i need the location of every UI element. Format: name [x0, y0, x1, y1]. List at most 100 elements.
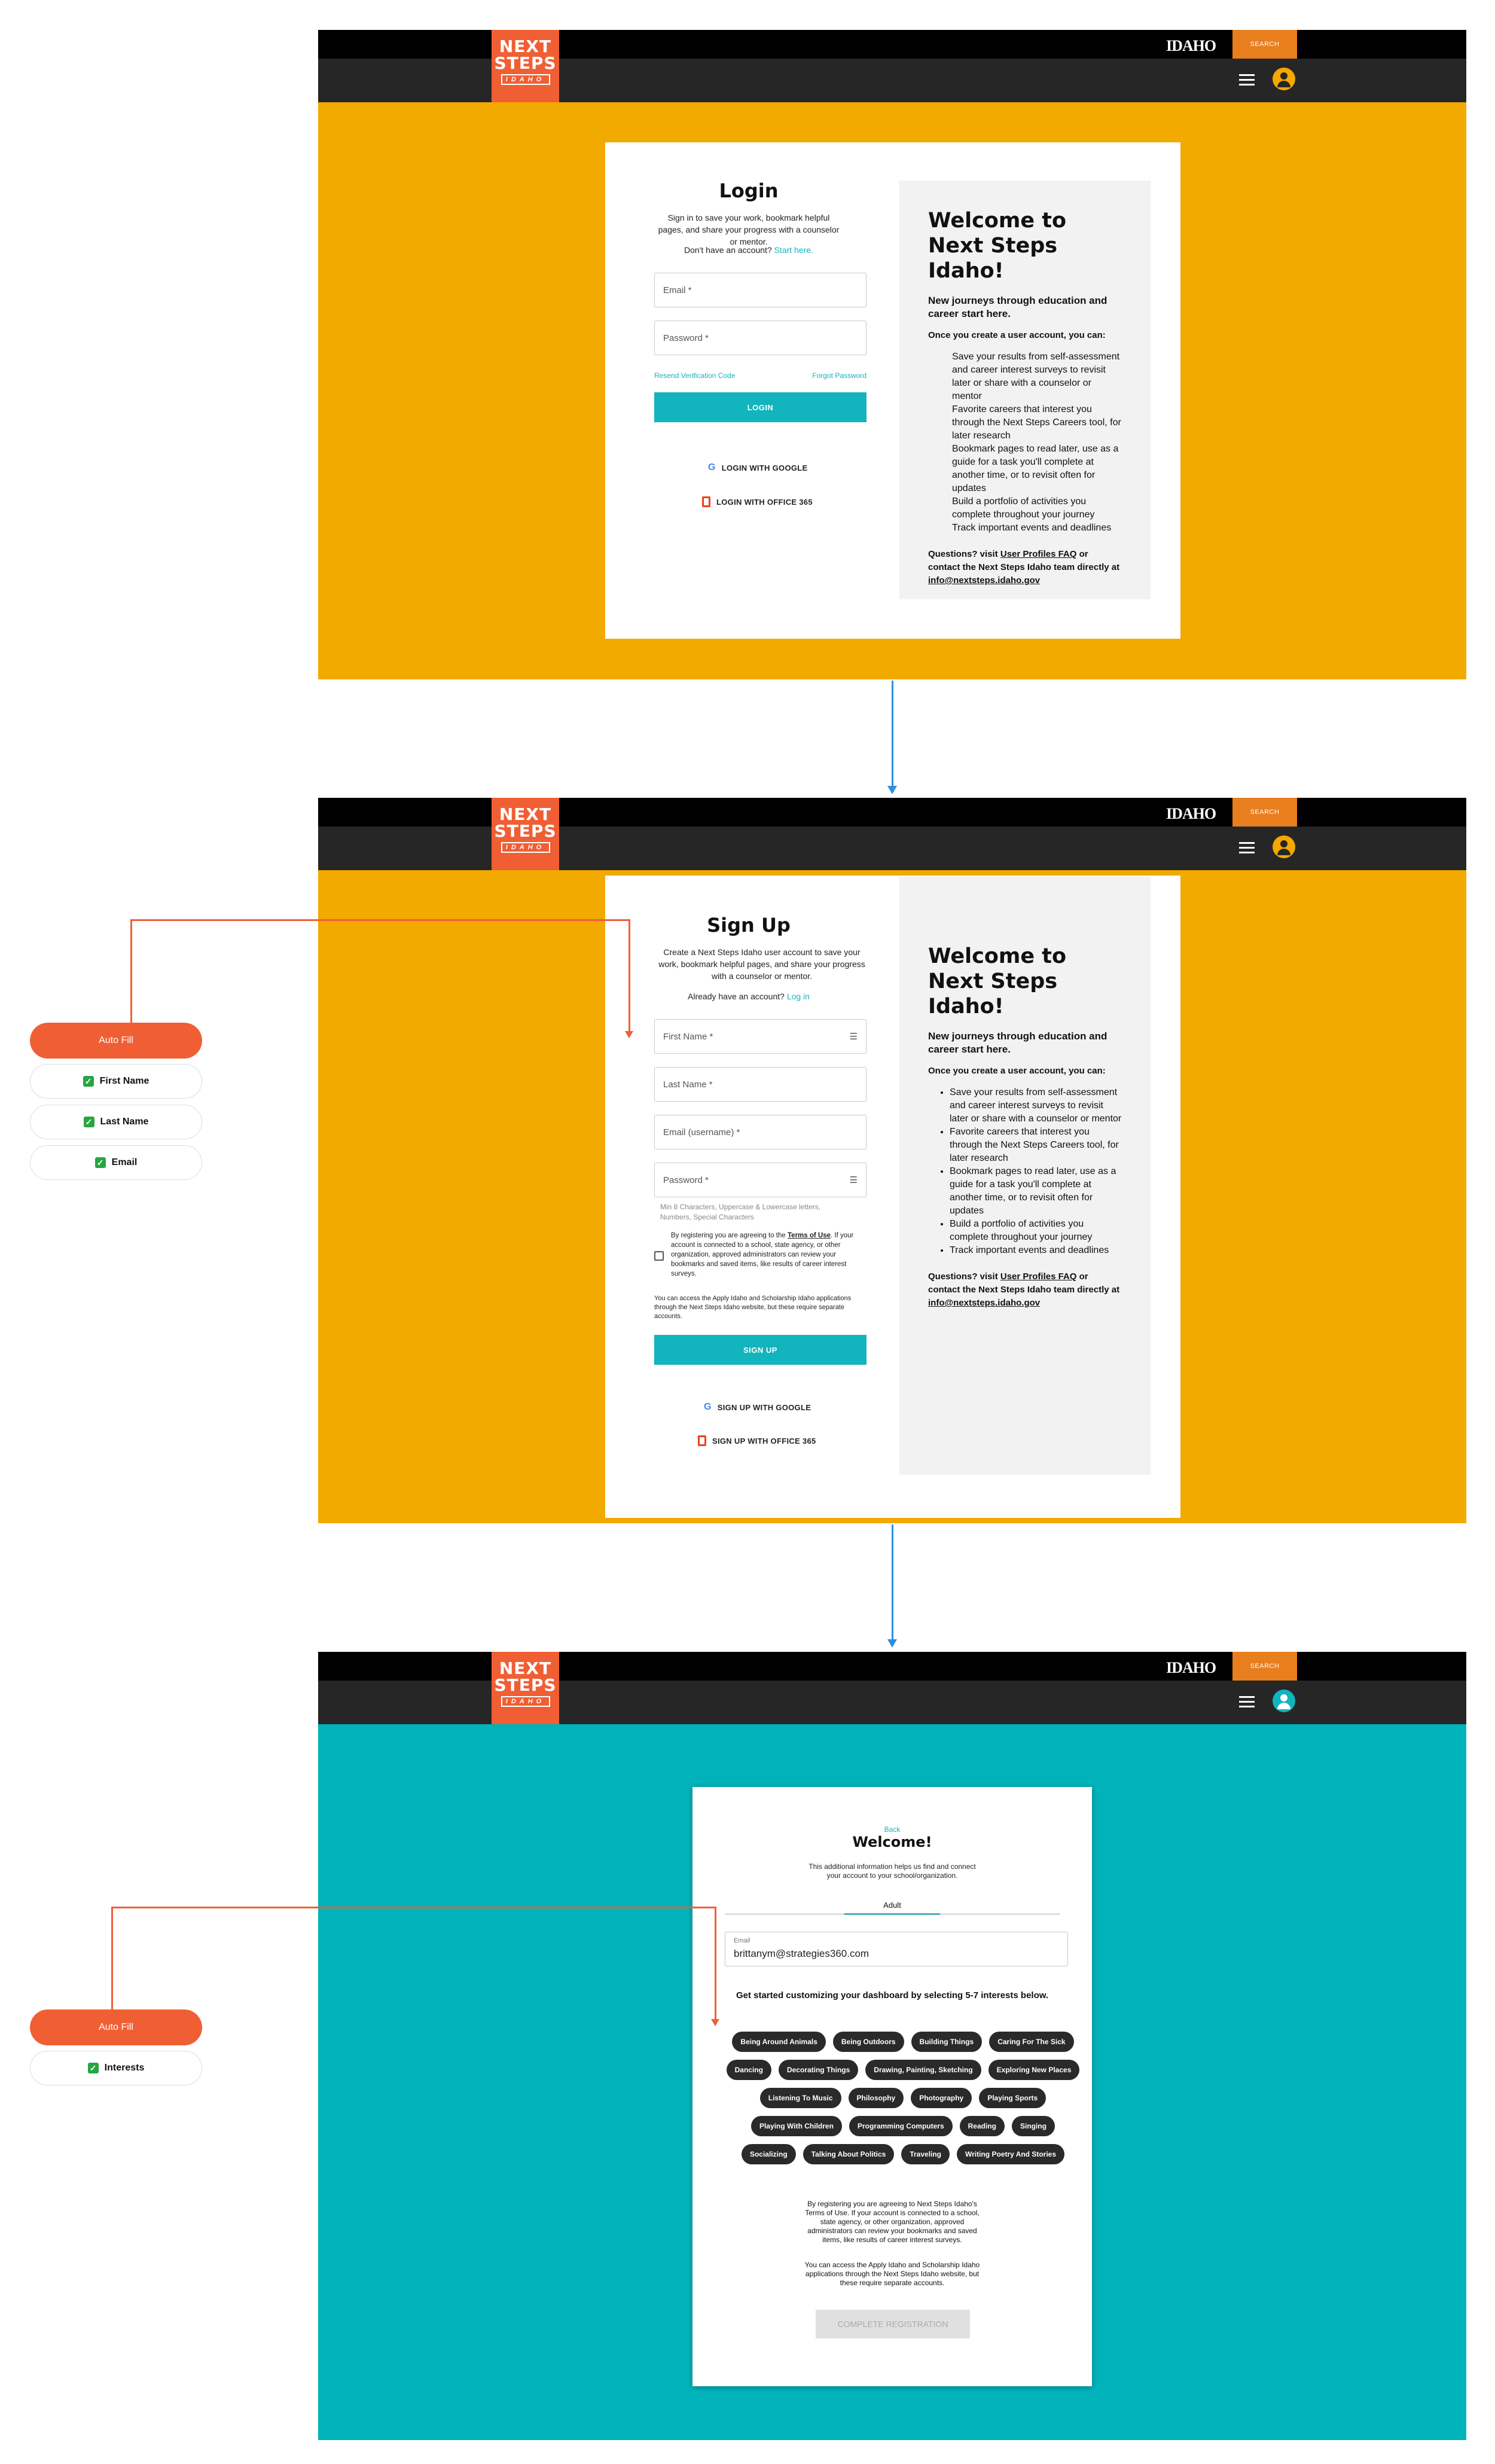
- interest-chip[interactable]: Photography: [911, 2088, 972, 2108]
- interest-chip[interactable]: Caring For The Sick: [989, 2032, 1074, 2052]
- hamburger-icon[interactable]: [1239, 79, 1255, 81]
- tab-adult[interactable]: Adult: [844, 1901, 940, 1915]
- login-frame: NEXT STEPS IDAHO IDAHO SEARCH Login Sign…: [318, 30, 1466, 679]
- interest-chip[interactable]: Exploring New Places: [988, 2060, 1080, 2080]
- user-icon[interactable]: [1273, 68, 1295, 90]
- faq-link[interactable]: User Profiles FAQ: [1000, 1271, 1077, 1282]
- password-field[interactable]: Password *: [654, 321, 867, 355]
- hamburger-icon[interactable]: [1239, 1701, 1255, 1703]
- interest-chip[interactable]: Playing Sports: [979, 2088, 1046, 2108]
- interest-chip[interactable]: Talking About Politics: [803, 2144, 895, 2164]
- search-button[interactable]: SEARCH: [1232, 1652, 1297, 1681]
- have-account-text: Already have an account? Log in: [688, 992, 810, 1001]
- check-icon: ✓: [87, 2063, 99, 2073]
- search-button[interactable]: SEARCH: [1232, 798, 1297, 827]
- interest-chip[interactable]: Socializing: [741, 2144, 796, 2164]
- office-login-button[interactable]: LOGIN WITH OFFICE 365: [702, 496, 813, 507]
- interest-chip[interactable]: Programming Computers: [849, 2116, 953, 2136]
- autofill-icon[interactable]: ☰: [849, 1032, 858, 1042]
- autofill-connector: [111, 1907, 113, 2015]
- interest-chip[interactable]: Philosophy: [848, 2088, 904, 2108]
- next-steps-logo[interactable]: NEXT STEPS IDAHO: [492, 1652, 559, 1724]
- hamburger-icon[interactable]: [1239, 847, 1255, 849]
- welcome-panel: Welcome to Next Steps Idaho! New journey…: [899, 181, 1151, 599]
- idaho-link[interactable]: IDAHO: [1166, 1659, 1216, 1676]
- email-field[interactable]: Email (username) *: [654, 1115, 867, 1149]
- welcome-intro: This additional information helps us fin…: [808, 1862, 976, 1880]
- terms-text: By registering you are agreeing to Next …: [805, 2200, 980, 2244]
- back-link[interactable]: Back: [884, 1825, 901, 1834]
- interest-chip[interactable]: Drawing, Painting, Sketching: [865, 2060, 981, 2080]
- forgot-password-link[interactable]: Forgot Password: [812, 371, 867, 380]
- interest-chip[interactable]: Listening To Music: [759, 2088, 841, 2108]
- next-steps-logo[interactable]: NEXT STEPS IDAHO: [492, 30, 559, 102]
- interest-chip[interactable]: Singing: [1011, 2116, 1055, 2136]
- interest-chip[interactable]: Decorating Things: [778, 2060, 859, 2080]
- email-label: Email: [734, 1937, 750, 1944]
- user-icon[interactable]: [1273, 835, 1295, 858]
- autofill-email[interactable]: ✓Email: [30, 1145, 202, 1180]
- autofill-button[interactable]: Auto Fill: [30, 2009, 202, 2045]
- welcome-subtitle: New journeys through education and caree…: [928, 1030, 1107, 1055]
- interest-chip[interactable]: Traveling: [901, 2144, 950, 2164]
- interest-chip[interactable]: Dancing: [726, 2060, 771, 2080]
- interest-chip[interactable]: Building Things: [911, 2032, 983, 2052]
- log-in-link[interactable]: Log in: [786, 992, 810, 1001]
- signup-intro: Create a Next Steps Idaho user account t…: [658, 947, 865, 981]
- start-here-link[interactable]: Start here.: [774, 245, 813, 255]
- logo-text: IDAHO: [501, 842, 550, 853]
- office-signup-button[interactable]: SIGN UP WITH OFFICE 365: [698, 1435, 816, 1446]
- autofill-icon[interactable]: ☰: [849, 1175, 858, 1185]
- login-button[interactable]: LOGIN: [654, 392, 867, 422]
- interest-chip[interactable]: Being Outdoors: [832, 2032, 904, 2052]
- interest-chip[interactable]: Playing With Children: [751, 2116, 842, 2136]
- flow-arrow: [887, 681, 897, 794]
- welcome-questions: Questions? visit User Profiles FAQ or co…: [928, 549, 1120, 585]
- logo-text: NEXT: [499, 1658, 552, 1678]
- autofill-button[interactable]: Auto Fill: [30, 1023, 202, 1059]
- interest-row: Playing With Children Programming Compute…: [700, 2116, 1106, 2136]
- search-button[interactable]: SEARCH: [1232, 30, 1297, 59]
- list-item: Track important events and deadlines: [952, 523, 1112, 533]
- welcome-title: Welcome to Next Steps Idaho!: [928, 944, 1067, 1018]
- apply-note: You can access the Apply Idaho and Schol…: [654, 1295, 852, 1320]
- list-item: Save your results from self-assessment a…: [952, 352, 1120, 401]
- autofill-interests[interactable]: ✓Interests: [30, 2051, 202, 2085]
- interest-chip[interactable]: Being Around Animals: [732, 2032, 826, 2052]
- next-steps-logo[interactable]: NEXT STEPS IDAHO: [492, 798, 559, 870]
- office-icon: [702, 496, 710, 507]
- autofill-connector: [111, 1907, 716, 1908]
- first-name-field[interactable]: First Name *☰: [654, 1019, 867, 1054]
- idaho-link[interactable]: IDAHO: [1166, 37, 1216, 54]
- faq-link[interactable]: User Profiles FAQ: [1000, 549, 1077, 559]
- autofill-first-name[interactable]: ✓First Name: [30, 1064, 202, 1099]
- email-field[interactable]: Email brittanym@strategies360.com: [725, 1932, 1068, 1966]
- last-name-field[interactable]: Last Name *: [654, 1067, 867, 1102]
- terms-text: By registering you are agreeing to the T…: [671, 1232, 854, 1277]
- resend-code-link[interactable]: Resend Verification Code: [654, 371, 736, 380]
- user-icon[interactable]: [1273, 1690, 1295, 1712]
- page-title: Login: [719, 179, 779, 202]
- autofill-connector: [715, 1907, 716, 2020]
- email-field[interactable]: Email *: [654, 273, 867, 307]
- terms-checkbox[interactable]: [654, 1251, 664, 1261]
- complete-registration-button[interactable]: COMPLETE REGISTRATION: [816, 2310, 970, 2338]
- email-link[interactable]: info@nextsteps.idaho.gov: [928, 1298, 1041, 1308]
- email-link[interactable]: info@nextsteps.idaho.gov: [928, 575, 1041, 585]
- check-icon: ✓: [83, 1076, 94, 1087]
- idaho-link[interactable]: IDAHO: [1166, 805, 1216, 822]
- login-intro: Sign in to save your work, bookmark help…: [658, 213, 840, 246]
- password-field[interactable]: Password *☰: [654, 1163, 867, 1197]
- office-icon: [698, 1435, 706, 1446]
- interest-chip[interactable]: Writing Poetry And Stories: [957, 2144, 1065, 2164]
- logo-text: IDAHO: [501, 74, 550, 85]
- terms-link[interactable]: Terms of Use: [788, 1232, 831, 1239]
- logo-text: STEPS: [494, 1675, 557, 1695]
- apply-note: You can access the Apply Idaho and Schol…: [804, 2261, 980, 2287]
- welcome-list: Save your results from self-assessment a…: [938, 1086, 1122, 1257]
- signup-button[interactable]: SIGN UP: [654, 1335, 867, 1365]
- interest-chip[interactable]: Reading: [959, 2116, 1005, 2136]
- autofill-last-name[interactable]: ✓Last Name: [30, 1105, 202, 1139]
